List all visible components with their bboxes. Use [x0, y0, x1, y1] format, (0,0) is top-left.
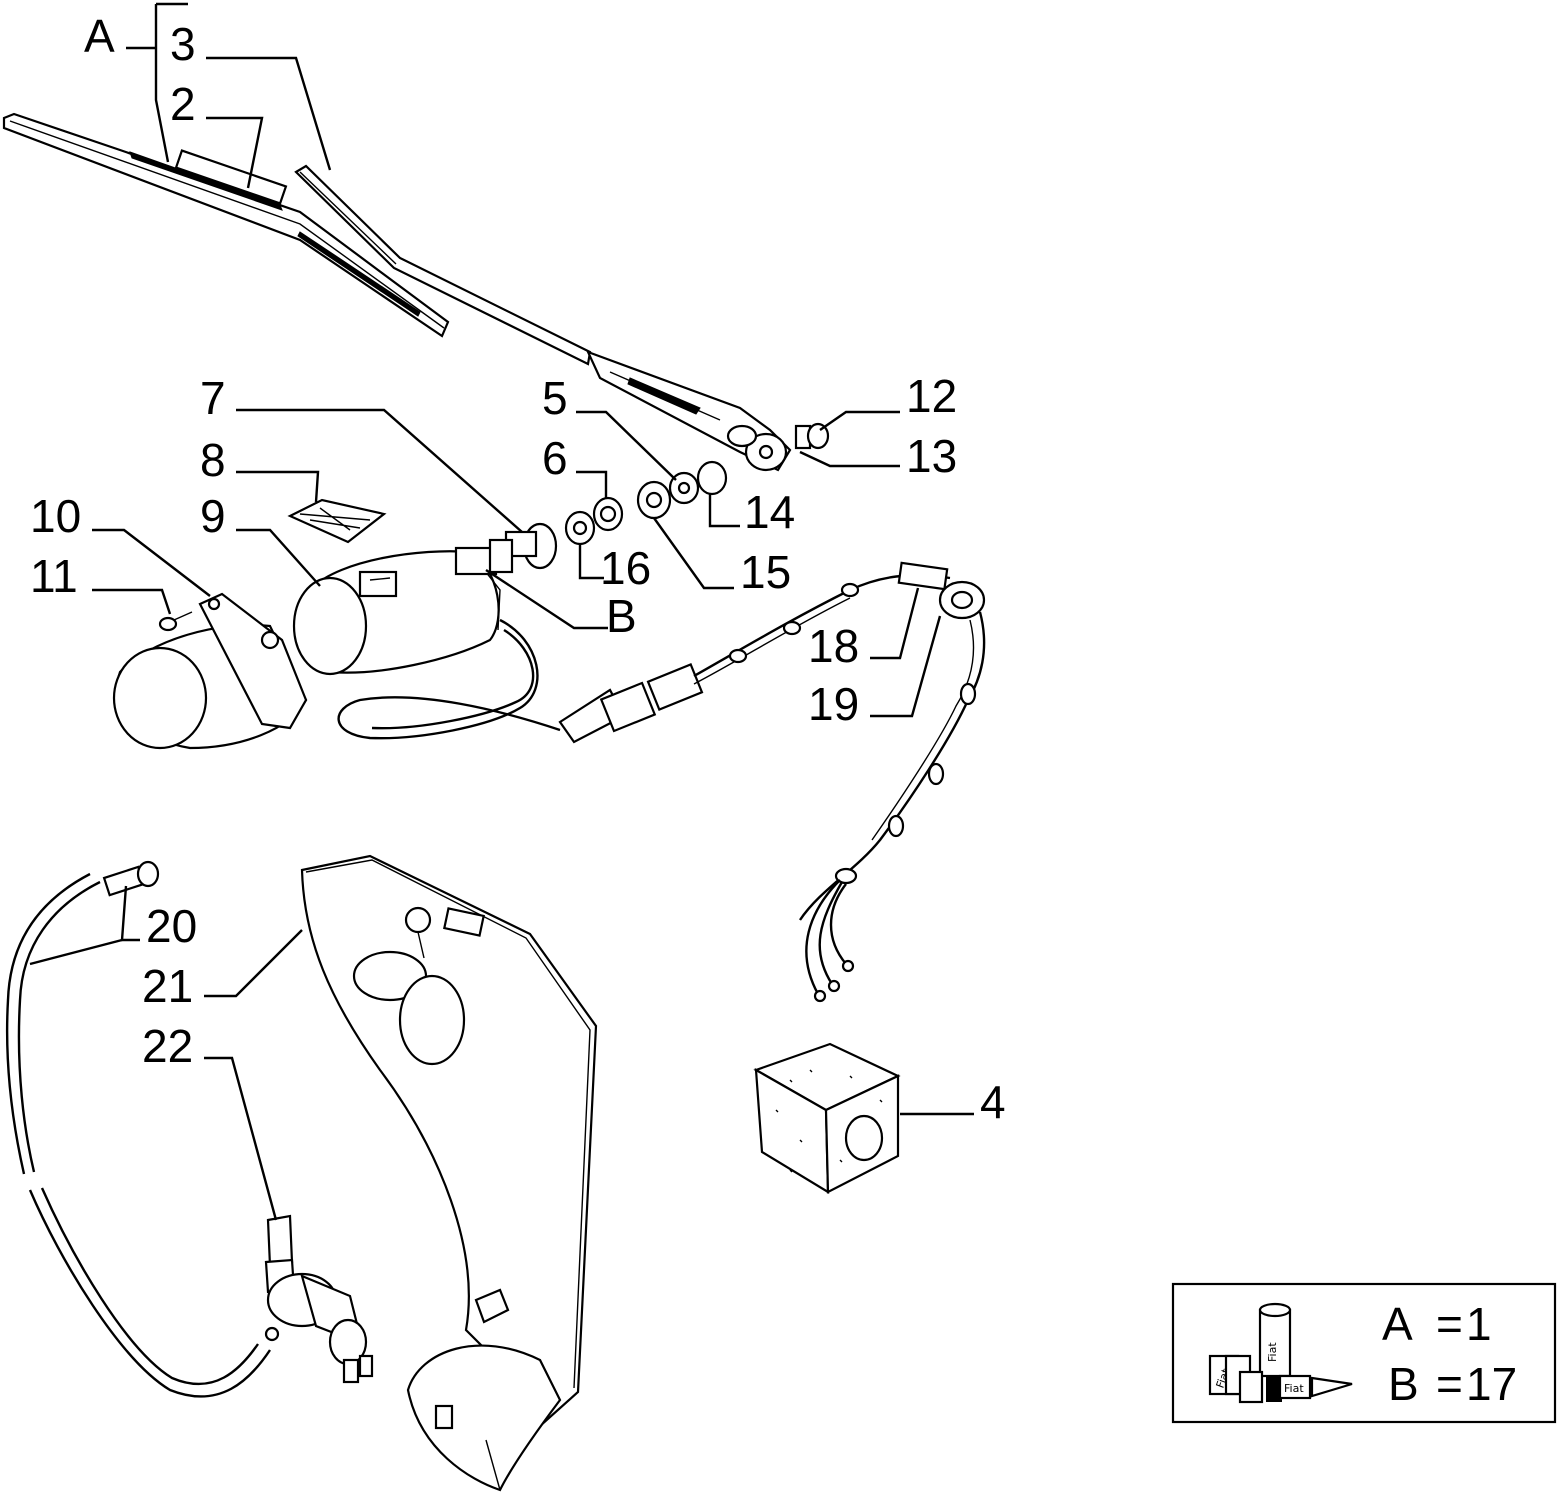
legend-box: Fiat Fiat Fiat A = 1 B = 17 [1171, 1282, 1557, 1424]
foam-pad [287, 498, 387, 544]
washer-set [564, 460, 728, 546]
callout-7: 7 [200, 372, 226, 424]
callout-B: B [606, 590, 637, 642]
legend-b-letter: B [1388, 1358, 1419, 1410]
adhesive-products-icon: Fiat Fiat Fiat [1208, 1302, 1353, 1404]
washer-hose [5, 860, 271, 1398]
callout-15: 15 [740, 546, 791, 598]
callout-19: 19 [808, 678, 859, 730]
legend-a-equals: = [1436, 1298, 1463, 1350]
legend-a-value: 1 [1466, 1298, 1492, 1350]
wiper-motor [112, 592, 308, 750]
leader-lines [29, 2, 974, 1221]
callout-10: 10 [30, 490, 81, 542]
spindle-nut [794, 422, 830, 450]
motor-shaft [454, 538, 514, 576]
callout-A: A [84, 10, 115, 62]
svg-text:Fiat: Fiat [1266, 1342, 1279, 1362]
callout-4: 4 [980, 1076, 1006, 1128]
callout-22: 22 [142, 1020, 193, 1072]
washer-reservoir [300, 854, 598, 1492]
callout-11: 11 [30, 550, 78, 602]
callout-16: 16 [600, 542, 651, 594]
wiper-blade [2, 112, 450, 338]
callout-20: 20 [146, 900, 197, 952]
legend-a-letter: A [1382, 1298, 1413, 1350]
callout-labels: A 3 2 7 8 9 10 11 5 6 16 15 14 12 13 B 1… [30, 10, 1006, 1128]
callout-14: 14 [744, 486, 795, 538]
foam-block [753, 1042, 901, 1194]
callout-9: 9 [200, 490, 226, 542]
callout-18: 18 [808, 620, 859, 672]
wiper-arm [294, 164, 792, 472]
callout-2: 2 [170, 78, 196, 130]
callout-5: 5 [542, 372, 568, 424]
washer-pump [264, 1214, 374, 1384]
svg-text:Fiat: Fiat [1284, 1382, 1304, 1395]
motor-cover [292, 550, 501, 676]
callout-12: 12 [906, 370, 957, 422]
callout-8: 8 [200, 434, 226, 486]
motor-screw [158, 611, 193, 632]
legend-b-equals: = [1436, 1358, 1463, 1410]
wiring-harness [599, 561, 986, 1003]
callout-6: 6 [542, 432, 568, 484]
legend-b-value: 17 [1466, 1358, 1517, 1410]
callout-13: 13 [906, 430, 957, 482]
callout-3: 3 [170, 18, 196, 70]
callout-21: 21 [142, 960, 193, 1012]
